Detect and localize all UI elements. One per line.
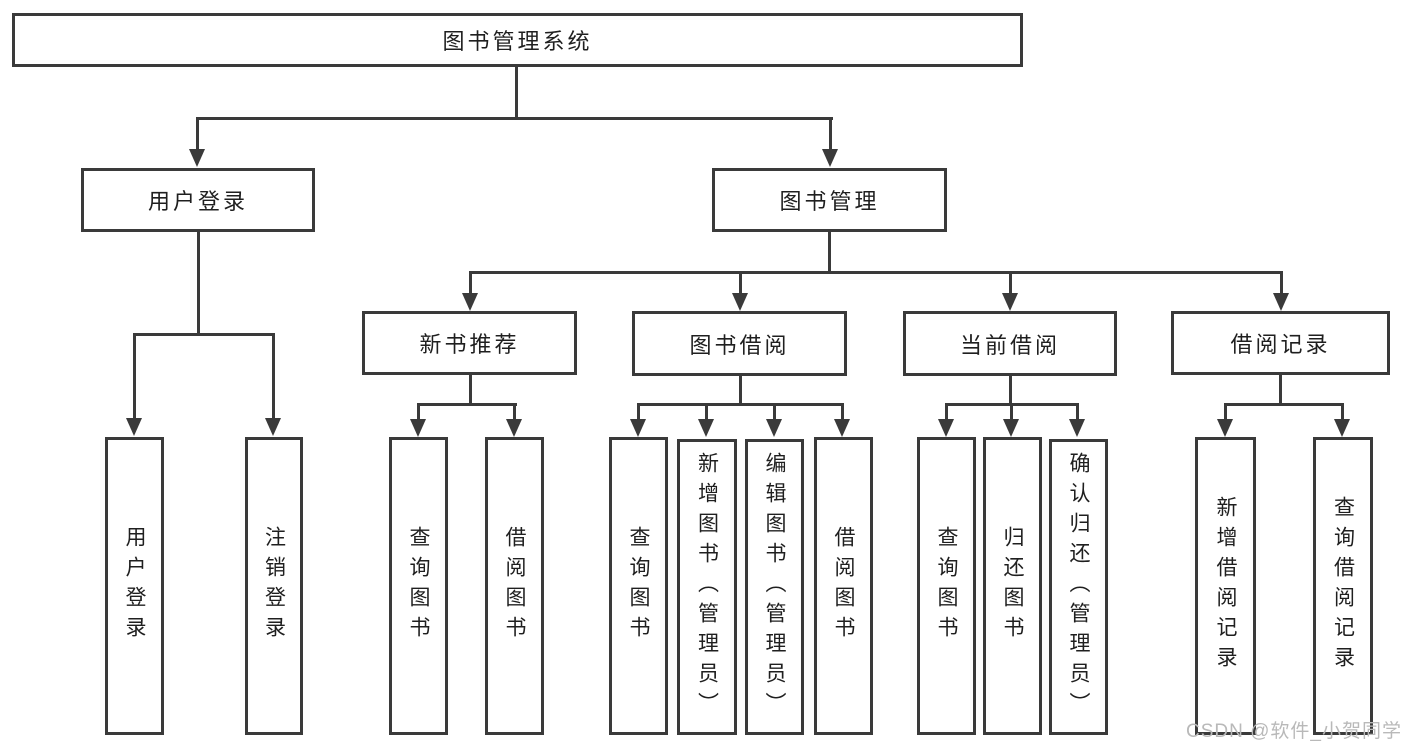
connector-arrow-line (1224, 403, 1227, 419)
connector-book-borrow-stem (739, 375, 742, 405)
connector-current-borrow-stem (1009, 375, 1012, 405)
arrow-down-icon (462, 293, 478, 311)
node-query-books-recommend: 查询图书 (389, 437, 448, 735)
node-query-books-current-label: 查询图书 (935, 526, 958, 646)
arrow-down-icon (506, 419, 522, 437)
connector-arrow-user-login-line (196, 117, 199, 151)
node-add-books-admin-label: 新增图书（管理员） (695, 452, 719, 722)
node-user-login-leaf-label: 用户登录 (123, 526, 146, 646)
arrow-down-icon (1003, 419, 1019, 437)
arrow-down-icon (126, 418, 142, 436)
node-confirm-return-admin-label: 确认归还（管理员） (1067, 452, 1090, 722)
connector-arrow-line (773, 403, 776, 419)
node-book-borrowing-label: 图书借阅 (689, 332, 790, 358)
node-borrowing-records-label: 借阅记录 (1230, 332, 1331, 357)
node-borrow-books-leaf-label: 借阅图书 (832, 526, 855, 646)
node-query-borrow-record-label: 查询借阅记录 (1331, 496, 1355, 676)
node-add-books-admin: 新增图书（管理员） (677, 439, 737, 735)
node-new-book-recommend: 新书推荐 (362, 311, 577, 375)
arrow-down-icon (1217, 419, 1233, 437)
node-logout-leaf-label: 注销登录 (262, 526, 286, 646)
node-borrow-books-leaf: 借阅图书 (814, 437, 873, 735)
arrow-down-icon (1334, 419, 1350, 437)
node-logout-leaf: 注销登录 (245, 437, 303, 735)
connector-arrow-line (637, 403, 640, 419)
connector-l3-rail (469, 271, 1283, 274)
node-add-borrow-record: 新增借阅记录 (1195, 437, 1256, 735)
arrow-down-icon (698, 419, 714, 437)
node-return-books-label: 归还图书 (1001, 526, 1024, 646)
connector-arrow-line (513, 403, 516, 419)
node-edit-books-admin-label: 编辑图书（管理员） (763, 452, 786, 722)
connector-arrow-logout-leaf-line (272, 333, 275, 418)
connector-user-login-rail (133, 333, 275, 336)
node-query-borrow-record: 查询借阅记录 (1313, 437, 1373, 735)
arrow-down-icon (822, 149, 838, 167)
arrow-down-icon (834, 419, 850, 437)
connector-arrow-line (1076, 403, 1079, 419)
node-current-borrowing: 当前借阅 (903, 311, 1117, 376)
node-new-book-recommend-label: 新书推荐 (419, 332, 520, 357)
csdn-watermark: CSDN @软件_小贺同学 (1186, 721, 1402, 742)
connector-arrow-current-borrow-line (1009, 271, 1012, 293)
node-current-borrowing-label: 当前借阅 (959, 332, 1060, 358)
connector-arrow-line (1341, 403, 1344, 419)
connector-borrow-records-rail (1224, 403, 1344, 406)
node-return-books: 归还图书 (983, 437, 1042, 735)
node-user-login-label: 用户登录 (147, 189, 248, 214)
node-borrow-books-recommend: 借阅图书 (485, 437, 544, 735)
arrow-down-icon (1273, 293, 1289, 311)
node-book-borrowing: 图书借阅 (632, 311, 847, 376)
node-query-books-borrowing: 查询图书 (609, 437, 668, 735)
node-user-login: 用户登录 (81, 168, 315, 232)
connector-arrow-login-leaf-line (133, 333, 136, 418)
connector-arrow-book-mgmt-line (829, 117, 832, 151)
connector-root-stem (515, 66, 518, 119)
arrow-down-icon (189, 149, 205, 167)
arrow-down-icon (938, 419, 954, 437)
connector-arrow-book-borrow-line (739, 271, 742, 293)
arrow-down-icon (766, 419, 782, 437)
node-borrowing-records: 借阅记录 (1171, 311, 1390, 375)
node-query-books-recommend-label: 查询图书 (407, 526, 430, 646)
connector-new-book-rail (417, 403, 517, 406)
node-query-books-current: 查询图书 (917, 437, 976, 735)
connector-arrow-new-book-line (469, 271, 472, 293)
node-borrow-books-recommend-label: 借阅图书 (503, 526, 526, 646)
connector-l2-rail (196, 117, 833, 120)
connector-borrow-records-stem (1279, 374, 1282, 405)
arrow-down-icon (265, 418, 281, 436)
node-query-books-borrowing-label: 查询图书 (627, 526, 650, 646)
node-library-system: 图书管理系统 (12, 13, 1023, 67)
node-confirm-return-admin: 确认归还（管理员） (1049, 439, 1108, 735)
arrow-down-icon (410, 419, 426, 437)
arrow-down-icon (1069, 419, 1085, 437)
node-book-management-label: 图书管理 (779, 189, 880, 214)
arrow-down-icon (630, 419, 646, 437)
connector-arrow-line (705, 403, 708, 419)
node-book-management: 图书管理 (712, 168, 947, 232)
connector-book-borrow-rail (637, 403, 844, 406)
node-add-borrow-record-label: 新增借阅记录 (1214, 496, 1237, 676)
connector-user-login-stem (197, 231, 200, 335)
connector-arrow-line (945, 403, 948, 419)
connector-arrow-line (841, 403, 844, 419)
arrow-down-icon (732, 293, 748, 311)
node-library-system-label: 图书管理系统 (442, 29, 593, 54)
connector-arrow-line (1010, 403, 1013, 419)
connector-book-mgmt-stem (828, 231, 831, 273)
node-edit-books-admin: 编辑图书（管理员） (745, 439, 804, 735)
arrow-down-icon (1002, 293, 1018, 311)
connector-arrow-borrow-records-line (1280, 271, 1283, 293)
connector-new-book-stem (469, 374, 472, 405)
node-user-login-leaf: 用户登录 (105, 437, 164, 735)
connector-arrow-line (417, 403, 420, 419)
